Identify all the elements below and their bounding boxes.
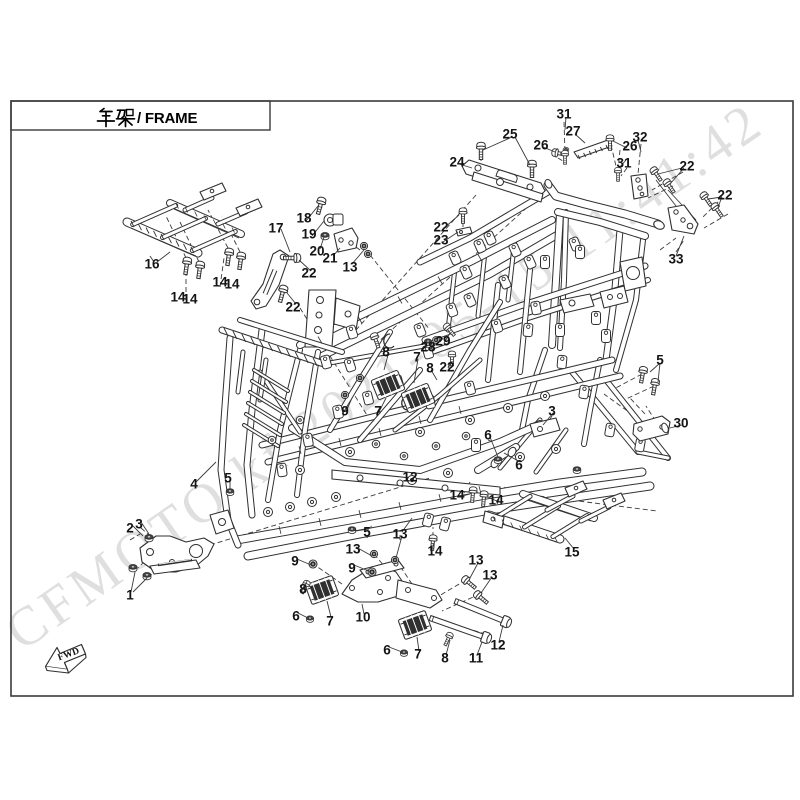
svg-text:22: 22 <box>285 300 300 315</box>
svg-text:22: 22 <box>433 220 448 235</box>
svg-text:26: 26 <box>622 139 638 154</box>
svg-text:8: 8 <box>426 361 434 376</box>
svg-text:5: 5 <box>224 471 232 486</box>
svg-text:28: 28 <box>420 340 436 355</box>
svg-text:3: 3 <box>135 517 143 532</box>
svg-text:30: 30 <box>673 416 688 431</box>
svg-text:17: 17 <box>268 221 283 236</box>
svg-text:22: 22 <box>717 188 732 203</box>
svg-text:24: 24 <box>449 155 465 170</box>
svg-text:6: 6 <box>292 609 300 624</box>
svg-text:16: 16 <box>144 257 160 272</box>
svg-text:19: 19 <box>301 227 316 242</box>
svg-text:6: 6 <box>515 458 523 473</box>
svg-text:15: 15 <box>564 545 580 560</box>
svg-text:6: 6 <box>484 428 492 443</box>
svg-text:6: 6 <box>383 643 391 658</box>
svg-text:9: 9 <box>291 554 299 569</box>
svg-text:9: 9 <box>348 561 356 576</box>
svg-text:14: 14 <box>488 493 504 508</box>
svg-text:12: 12 <box>402 470 417 485</box>
svg-text:13: 13 <box>342 260 358 275</box>
svg-text:14: 14 <box>449 488 465 503</box>
svg-text:29: 29 <box>435 334 450 349</box>
svg-text:26: 26 <box>533 138 549 153</box>
svg-text:31: 31 <box>556 107 572 122</box>
svg-text:/ FRAME: / FRAME <box>137 110 197 127</box>
svg-text:2: 2 <box>126 521 134 536</box>
svg-text:31: 31 <box>616 156 632 171</box>
svg-text:21: 21 <box>322 251 338 266</box>
svg-text:25: 25 <box>502 127 518 142</box>
svg-text:8: 8 <box>382 345 390 360</box>
svg-text:7: 7 <box>414 647 422 662</box>
svg-text:8: 8 <box>441 651 449 666</box>
svg-text:7: 7 <box>326 614 334 629</box>
svg-text:14: 14 <box>212 275 228 290</box>
svg-text:22: 22 <box>301 266 316 281</box>
svg-text:12: 12 <box>490 638 505 653</box>
svg-text:33: 33 <box>668 252 684 267</box>
svg-text:5: 5 <box>363 525 371 540</box>
svg-text:5: 5 <box>656 353 664 368</box>
svg-text:13: 13 <box>392 527 408 542</box>
svg-text:14: 14 <box>224 277 240 292</box>
svg-text:23: 23 <box>433 233 449 248</box>
svg-text:4: 4 <box>190 477 198 492</box>
svg-text:14: 14 <box>427 544 443 559</box>
svg-text:11: 11 <box>469 651 484 666</box>
svg-text:8: 8 <box>299 582 307 597</box>
svg-text:9: 9 <box>341 404 349 419</box>
svg-text:18: 18 <box>296 211 312 226</box>
svg-text:22: 22 <box>439 360 454 375</box>
svg-text:14: 14 <box>170 290 186 305</box>
svg-text:32: 32 <box>632 130 647 145</box>
svg-text:13: 13 <box>482 568 498 583</box>
svg-text:22: 22 <box>679 159 694 174</box>
svg-text:13: 13 <box>468 553 484 568</box>
svg-text:27: 27 <box>565 124 580 139</box>
svg-text:7: 7 <box>413 350 421 365</box>
svg-text:1: 1 <box>126 588 134 603</box>
svg-text:13: 13 <box>345 542 361 557</box>
svg-text:3: 3 <box>548 404 556 419</box>
svg-text:10: 10 <box>355 610 370 625</box>
svg-text:14: 14 <box>182 292 198 307</box>
svg-text:7: 7 <box>374 404 382 419</box>
svg-text:20: 20 <box>309 244 324 259</box>
